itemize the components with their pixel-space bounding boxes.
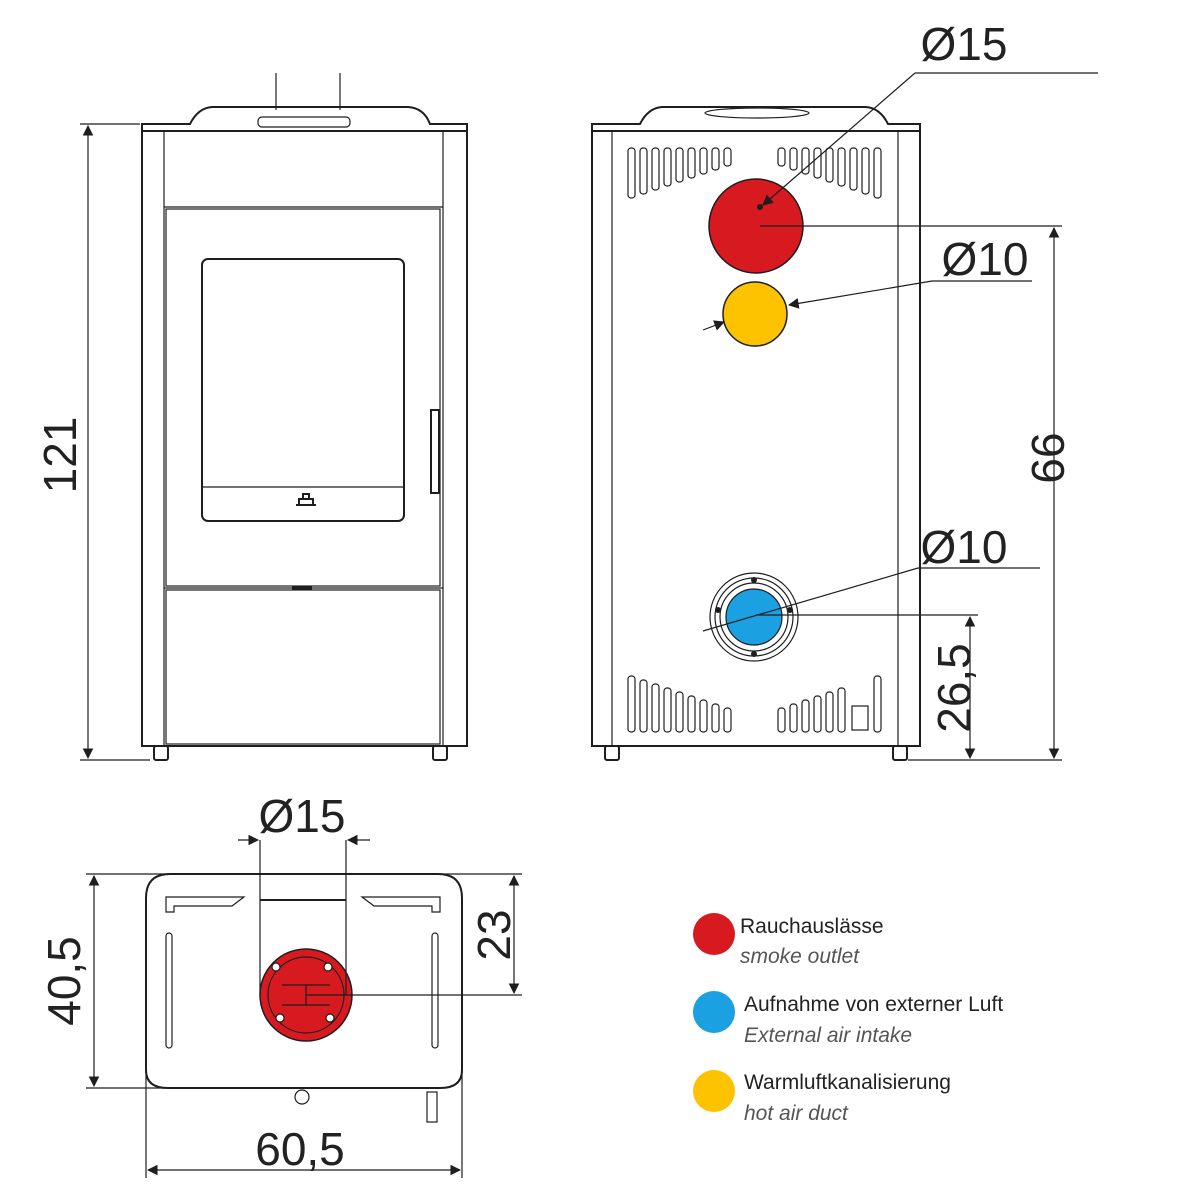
door-glass	[201, 258, 405, 522]
rear-view: Ø15 Ø10 Ø10 99 26,5	[591, 18, 1098, 761]
top-outlet-diameter-label: Ø15	[259, 790, 346, 842]
legend-subtitle-air: External air intake	[744, 1024, 912, 1047]
top-view: Ø15 40,5 23 60,5	[38, 790, 522, 1178]
legend-swatch-hot	[693, 1070, 735, 1112]
legend: Rauchauslässe smoke outlet Aufnahme von …	[693, 913, 1003, 1125]
legend-subtitle-hot: hot air duct	[744, 1102, 849, 1125]
rear-air-intake	[725, 588, 783, 646]
legend-subtitle-smoke: smoke outlet	[740, 945, 860, 968]
rear-smoke-diameter-label: Ø15	[921, 18, 1008, 70]
rear-air-intake-diameter-label: Ø10	[921, 521, 1008, 573]
legend-swatch-air	[693, 991, 735, 1033]
front-view: 121	[34, 73, 468, 761]
bottom-right-vents	[777, 675, 882, 733]
rear-air-intake-height-label: 26,5	[928, 643, 980, 733]
top-body	[145, 873, 463, 1089]
front-height-label: 121	[34, 417, 86, 494]
top-depth-label: 40,5	[38, 936, 90, 1026]
door-handle	[430, 409, 440, 494]
front-body	[141, 130, 468, 747]
top-right-vents	[777, 147, 882, 199]
legend-item-hot: Warmluftkanalisierung hot air duct	[693, 1070, 951, 1125]
legend-item-air: Aufnahme von externer Luft External air …	[693, 991, 1003, 1047]
top-outlet-offset-label: 23	[468, 909, 520, 960]
top-width-label: 60,5	[255, 1123, 345, 1175]
rear-hot-air-diameter-label: Ø10	[942, 233, 1029, 285]
rear-hot-air-duct	[722, 281, 788, 347]
bottom-left-vents	[627, 675, 732, 733]
rear-body	[591, 130, 921, 747]
legend-swatch-smoke	[693, 913, 735, 955]
legend-title-smoke: Rauchauslässe	[740, 915, 884, 938]
legend-title-air: Aufnahme von externer Luft	[744, 993, 1003, 1016]
top-left-vents	[627, 147, 732, 199]
legend-item-smoke: Rauchauslässe smoke outlet	[693, 913, 884, 968]
legend-title-hot: Warmluftkanalisierung	[744, 1071, 951, 1094]
rear-smoke-height-label: 99	[1022, 432, 1074, 483]
door	[165, 208, 441, 587]
